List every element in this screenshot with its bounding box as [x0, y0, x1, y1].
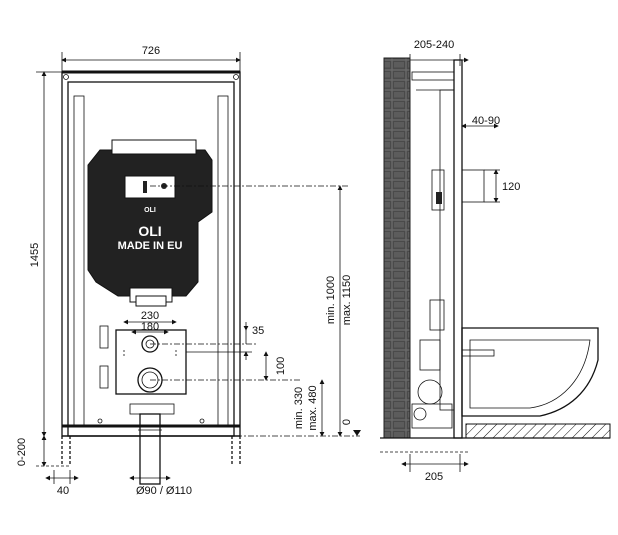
side-drain — [411, 339, 453, 429]
tank-badge: OLI — [144, 207, 156, 214]
toilet-bowl — [461, 327, 599, 417]
side-frame — [411, 59, 463, 439]
cistern-tank: OLI OLI MADE IN EU — [87, 139, 213, 307]
floor-section — [380, 423, 611, 453]
inlet-height-label: 35 — [252, 325, 264, 337]
foot-offset-label: 40 — [57, 485, 69, 497]
base-depth-label: 205 — [425, 471, 443, 483]
inlet-height-dimension: 35 — [186, 322, 264, 360]
floor-adjust-label: 0-200 — [16, 438, 28, 466]
bracket-height-label: 120 — [502, 181, 520, 193]
pipe-diameter-dimension: Ø90 / Ø110 — [129, 472, 192, 497]
depth-label: 205-240 — [414, 39, 454, 51]
outlet-spacing-outer-label: 230 — [141, 310, 159, 322]
front-view: 726 1455 0-200 40 — [16, 45, 361, 497]
outlet-height-dimension: min. 330 max. 480 — [293, 379, 325, 437]
outlet-height-min-label: min. 330 — [293, 387, 305, 429]
height-label: 1455 — [29, 243, 41, 267]
button-height-dimension: min. 1000 max. 1150 — [325, 185, 353, 437]
pipe-diameter-label: Ø90 / Ø110 — [136, 485, 192, 497]
outlet-vertical-label: 100 — [275, 357, 287, 375]
tank-label: MADE IN EU — [118, 240, 183, 252]
base-depth-dimension: 205 — [401, 454, 469, 483]
outlet-height-max-label: max. 480 — [307, 385, 319, 430]
height-dimension: 1455 — [29, 71, 62, 437]
side-view: 205-240 40-90 120 — [380, 39, 611, 483]
bracket-depth-label: 40-90 — [472, 115, 500, 127]
floor-adjust-dimension: 0-200 — [16, 435, 70, 467]
floor-level-marker — [353, 430, 361, 436]
button-height-min-label: min. 1000 — [325, 276, 337, 324]
brick-wall — [383, 57, 411, 439]
outlet-spacing-dimensions: 230 180 — [123, 310, 177, 335]
brand-logo-text: OLI — [138, 223, 161, 239]
outlet-spacing-inner-label: 180 — [141, 321, 159, 333]
width-label: 726 — [142, 45, 160, 57]
outlet-vertical-dimension: 100 — [263, 351, 287, 381]
depth-dimension: 205-240 — [401, 39, 469, 66]
outlet-plate — [115, 329, 187, 395]
width-dimension: 726 — [61, 45, 241, 72]
button-height-max-label: max. 1150 — [341, 275, 353, 326]
bracket-dimensions: 40-90 120 — [461, 115, 520, 203]
foot-offset-dimension: 40 — [45, 470, 79, 497]
floor-level-label: 0 — [341, 419, 353, 425]
